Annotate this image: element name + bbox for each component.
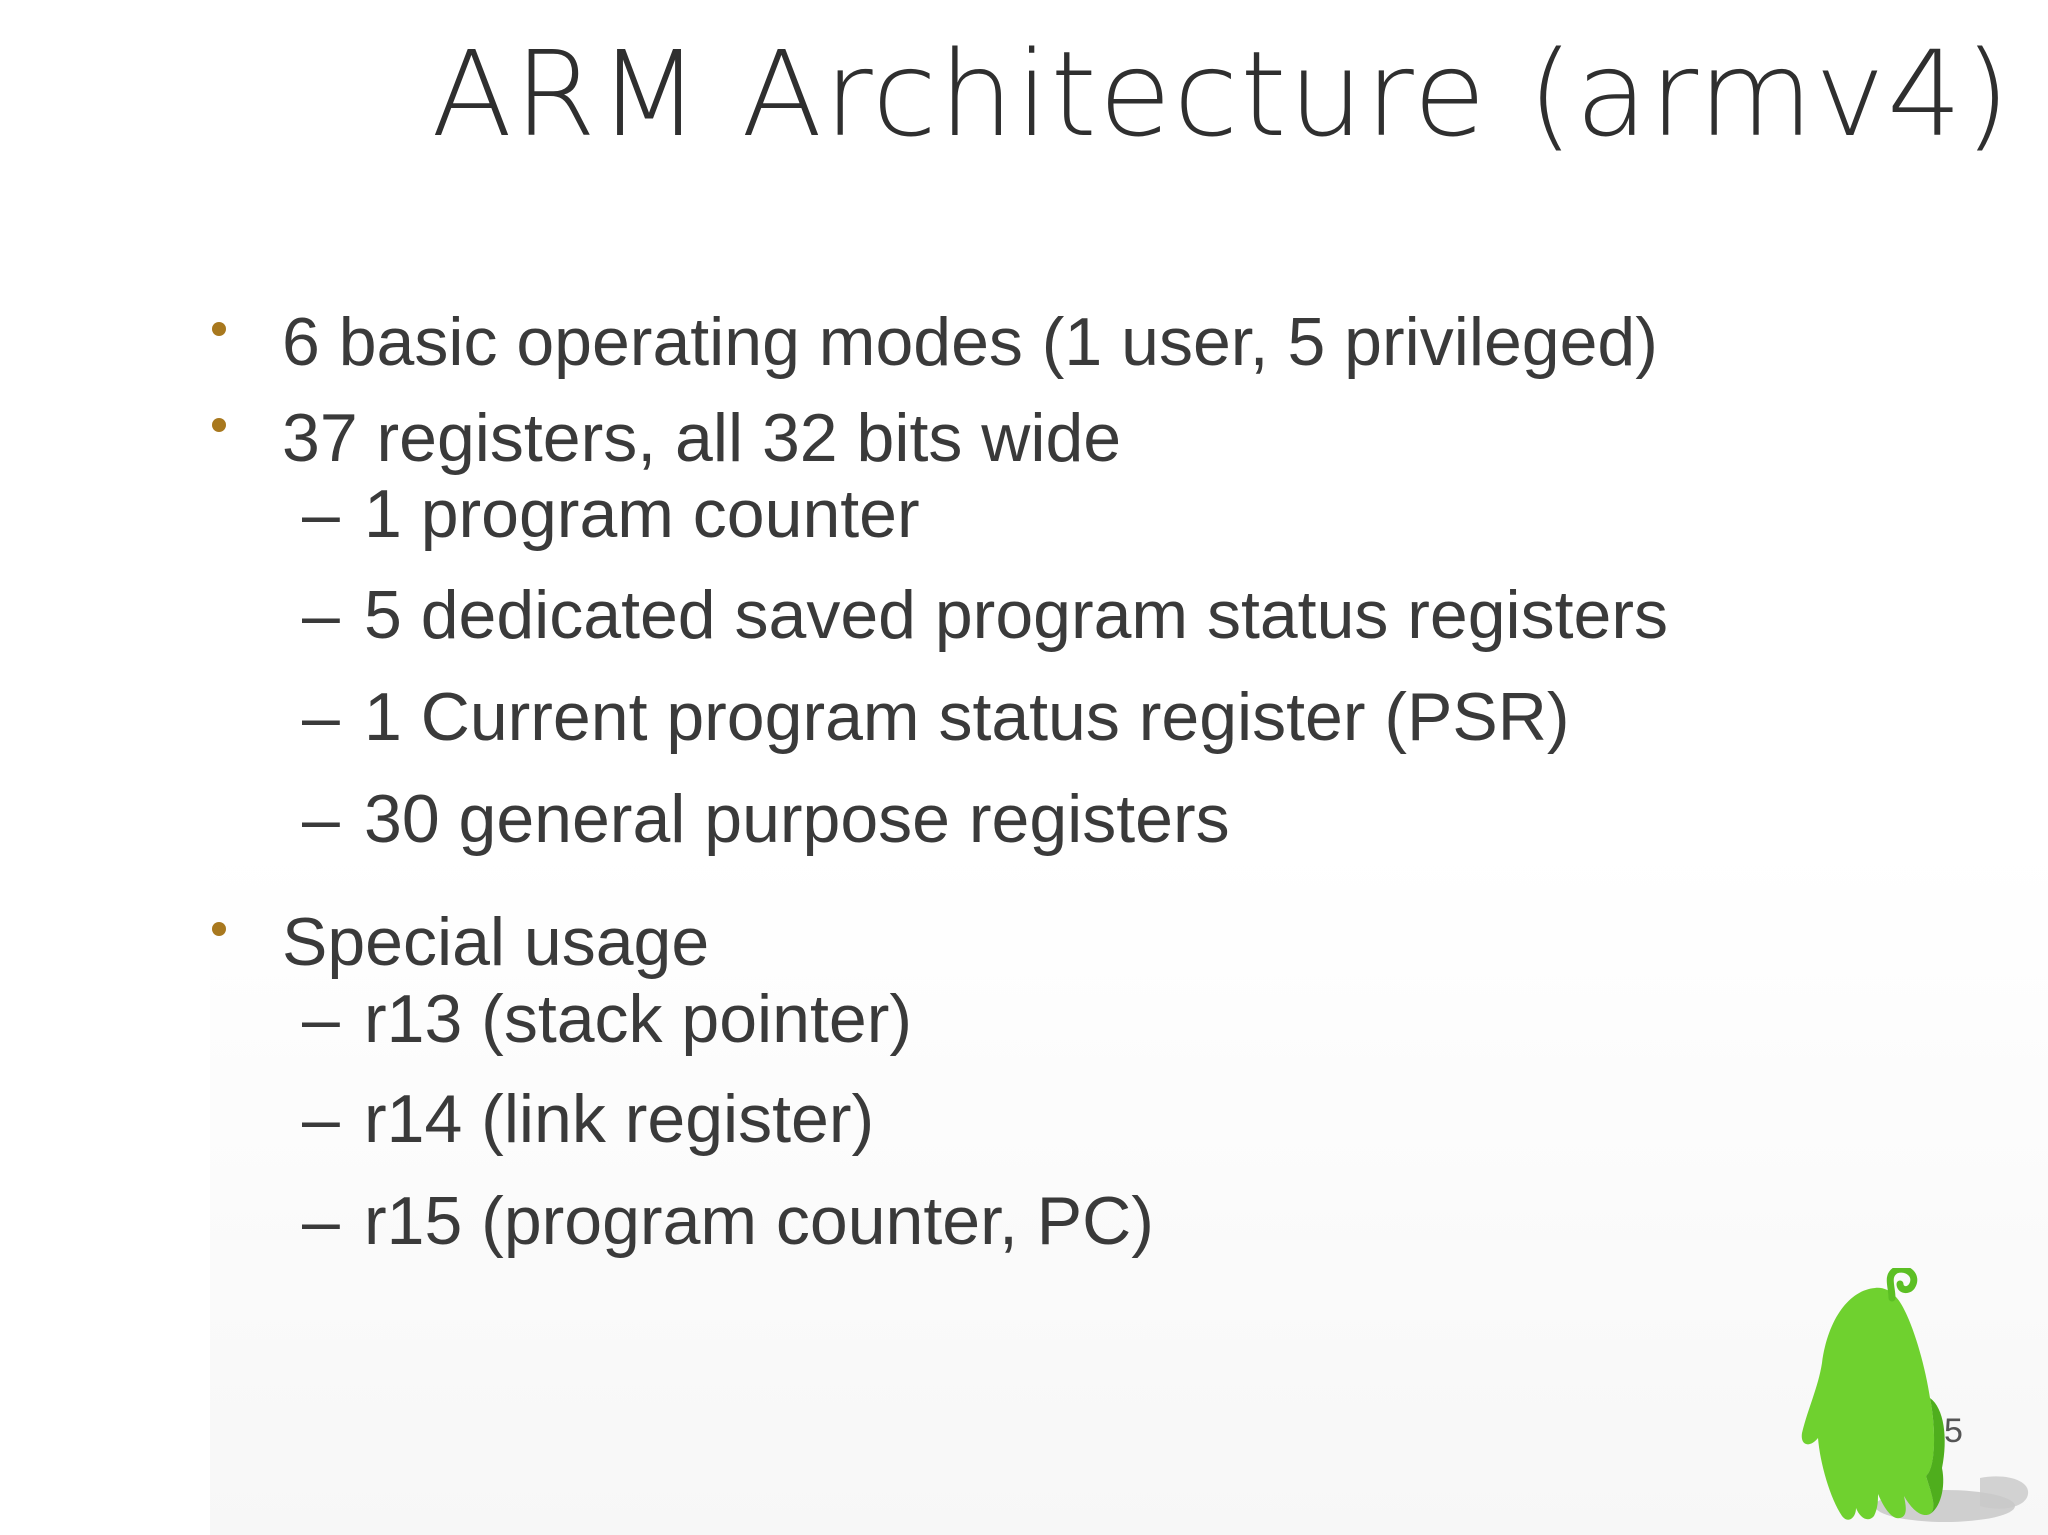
sub-dash: – [302,1183,340,1259]
bullet-dot-icon [212,322,226,336]
sub-dash: – [302,981,340,1057]
sub-item: –30 general purpose registers [302,785,1230,853]
bullet-text: 6 basic operating modes (1 user, 5 privi… [282,304,1658,380]
sub-item: –5 dedicated saved program status regist… [302,581,1668,649]
sub-dash: – [302,1081,340,1157]
sub-text: 1 Current program status register (PSR) [364,679,1570,755]
slide-title: ARM Architecture (armv4) [431,25,2012,163]
bullet-text: Special usage [282,904,710,980]
sub-item: –1 Current program status register (PSR) [302,683,1570,751]
sub-text: r14 (link register) [364,1081,875,1157]
page-number: 5 [1944,1412,1963,1450]
sub-text: 5 dedicated saved program status registe… [364,577,1669,653]
sub-text: 30 general purpose registers [364,781,1230,857]
sub-dash: – [302,781,340,857]
slide-margin [0,0,210,1535]
sub-dash: – [302,577,340,653]
sub-text: r15 (program counter, PC) [364,1183,1154,1259]
sub-item: –r14 (link register) [302,1085,874,1153]
sub-item: –1 program counter [302,480,920,548]
bullet-dot-icon [212,922,226,936]
green-blob-mascot-icon [1801,1268,2029,1522]
bullet-text: 37 registers, all 32 bits wide [282,400,1122,476]
sub-text: 1 program counter [364,476,920,552]
sub-dash: – [302,679,340,755]
sub-item: –r15 (program counter, PC) [302,1187,1154,1255]
sub-text: r13 (stack pointer) [364,981,912,1057]
sub-item: –r13 (stack pointer) [302,985,912,1053]
bullet-dot-icon [212,418,226,432]
sub-dash: – [302,476,340,552]
